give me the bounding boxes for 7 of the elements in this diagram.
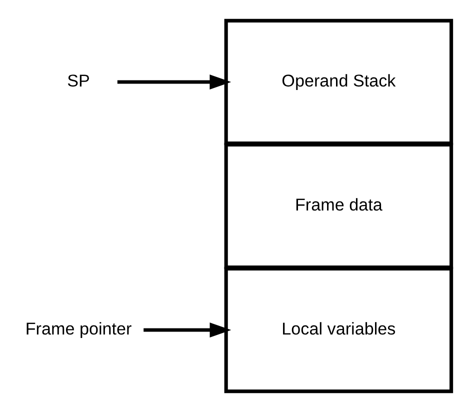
arrow — [144, 322, 232, 337]
node-text: SP — [67, 70, 90, 90]
node-text: Frame pointer — [25, 318, 132, 338]
node-box: Local variables — [224, 266, 454, 393]
node-box: Frame data — [224, 142, 454, 269]
node-box: Operand Stack — [224, 18, 454, 145]
arrow — [117, 74, 232, 89]
